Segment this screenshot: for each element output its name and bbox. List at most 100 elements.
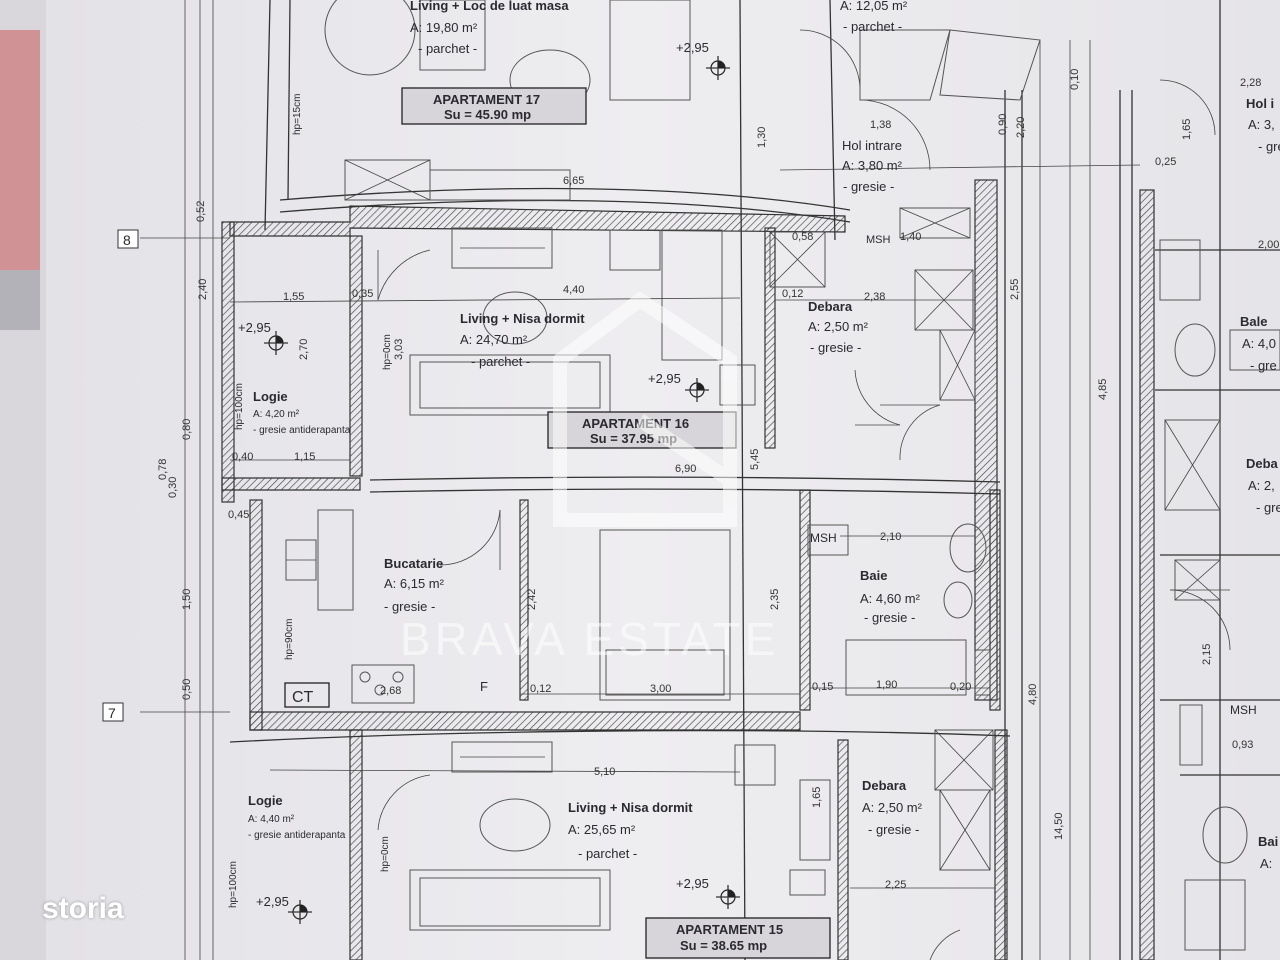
apartment-title: APARTAMENT 16 <box>582 416 689 431</box>
dimension-label: 0,80 <box>181 419 193 440</box>
room-name: Living + Nisa dormit <box>460 311 585 326</box>
height-label: hp=0cm <box>382 334 393 370</box>
dimension-label: 2,38 <box>864 291 885 303</box>
dimension-label: 2,25 <box>885 879 906 891</box>
room-name: Debara <box>862 778 907 793</box>
grid-marker-label: 7 <box>108 705 116 721</box>
dimension-label: 1,90 <box>876 679 897 691</box>
elevation-label: +2,95 <box>648 371 681 386</box>
room-area: A: 3,80 m² <box>842 158 903 173</box>
grid-marker-7: 7 <box>102 702 124 722</box>
room-floor: - parchet - <box>843 19 902 34</box>
room-area: A: 24,70 m² <box>460 332 528 347</box>
room-area: A: 6,15 m² <box>384 576 445 591</box>
dimension-label: 2,00 <box>1258 239 1279 251</box>
dimension-label: 2,28 <box>1240 77 1261 89</box>
room-name: Bucatarie <box>384 556 443 571</box>
height-label: hp=90cm <box>284 619 295 660</box>
room-name: Bale <box>1240 314 1267 329</box>
room-name: Hol intrare <box>842 138 902 153</box>
room-area: A: 4,40 m² <box>248 814 295 825</box>
dimension-label: 1,40 <box>900 231 921 243</box>
apartment-15-title: APARTAMENT 15 Su = 38.65 mp <box>645 917 831 959</box>
apartment-17-title: APARTAMENT 17 Su = 45.90 mp <box>401 87 587 125</box>
room-area: A: 12,05 m² <box>840 0 908 13</box>
room-floor: - gresie - <box>843 179 894 194</box>
dimension-label: 2,20 <box>1015 117 1027 138</box>
room-floor: - parchet - <box>578 846 637 861</box>
dimension-label: 0,50 <box>181 679 193 700</box>
room-labels: Living + Loc de luat masa A: 19,80 m² - … <box>248 0 1280 871</box>
dimension-label: 0,93 <box>1232 739 1253 751</box>
dimension-label: 2,68 <box>380 685 401 697</box>
height-label: hp=100cm <box>228 861 239 908</box>
room-name: Living + Loc de luat masa <box>410 0 569 13</box>
dimension-label: 0,35 <box>352 288 373 300</box>
dimension-label: 1,50 <box>181 589 193 610</box>
room-name: Deba <box>1246 456 1279 471</box>
apartment-title: APARTAMENT 15 <box>676 922 783 937</box>
height-label: hp=15cm <box>292 94 303 135</box>
dimension-label: 4,40 <box>563 284 584 296</box>
apartment-area: Su = 45.90 mp <box>444 107 531 122</box>
elevation-label: +2,95 <box>238 320 271 335</box>
furniture <box>285 0 1280 951</box>
dimension-label: 0,58 <box>792 231 813 243</box>
dimension-label: 1,15 <box>294 451 315 463</box>
dimension-label: 6,65 <box>563 175 584 187</box>
watermark-house-logo <box>553 291 737 527</box>
elevation-markers: +2,95 +2,95 +2,95 +2,95 +2,95 <box>238 40 740 924</box>
height-label: hp=100cm <box>234 383 245 430</box>
dimension-label: 2,40 <box>197 279 209 300</box>
storia-logo: storia <box>42 892 124 925</box>
dimension-label: 1,30 <box>756 127 768 148</box>
apartment-area: Su = 38.65 mp <box>680 938 767 953</box>
room-area: A: 2,50 m² <box>862 800 923 815</box>
dimension-label: 2,55 <box>1009 279 1021 300</box>
dimension-label: 0,78 <box>157 459 169 480</box>
fridge-label: F <box>480 679 488 694</box>
height-label: hp=0cm <box>380 836 391 872</box>
apartment-title: APARTAMENT 17 <box>433 92 540 107</box>
msh-label: MSH <box>866 234 891 246</box>
room-floor: - parchet - <box>471 354 530 369</box>
elevation-label: +2,95 <box>256 894 289 909</box>
dimension-label: 2,70 <box>298 339 310 360</box>
dimension-label: 2,42 <box>526 589 538 610</box>
room-floor: - parchet - <box>418 41 477 56</box>
room-floor: - gresie - <box>864 610 915 625</box>
dimension-label: 2,10 <box>880 531 901 543</box>
room-area: A: 2,50 m² <box>808 319 869 334</box>
room-floor: - gresie antiderapanta <box>248 830 346 841</box>
room-name: Debara <box>808 299 853 314</box>
msh-label: MSH <box>810 531 837 545</box>
dimension-label: 3,00 <box>650 683 671 695</box>
dimension-label: 2,15 <box>1201 644 1213 665</box>
room-area: A: 19,80 m² <box>410 20 478 35</box>
room-floor: - gre <box>1258 139 1280 154</box>
room-area: A: 25,65 m² <box>568 822 636 837</box>
dimension-label: 1,65 <box>1181 119 1193 140</box>
room-floor: - gresie antiderapanta <box>253 425 351 436</box>
room-name: Living + Nisa dormit <box>568 800 693 815</box>
dimension-texts: 6,65 4,40 1,55 0,35 2,38 0,58 1,40 0,12 … <box>157 69 1279 891</box>
dimension-label: 1,38 <box>870 119 891 131</box>
grid-marker-8: 8 <box>117 229 139 249</box>
dimension-label: 3,03 <box>393 339 405 360</box>
dimension-label: 0,30 <box>167 477 179 498</box>
room-area: A: 4,60 m² <box>860 591 921 606</box>
dimension-label: 4,80 <box>1027 684 1039 705</box>
room-area: A: 4,0 <box>1242 336 1276 351</box>
dimension-label: 0,12 <box>530 683 551 695</box>
elevation-label: +2,95 <box>676 40 709 55</box>
dimension-label: 0,52 <box>195 201 207 222</box>
room-name: Logie <box>253 389 288 404</box>
grid-marker-label: 8 <box>123 232 131 248</box>
dimension-label: 5,10 <box>594 766 615 778</box>
dimension-label: 0,12 <box>782 288 803 300</box>
room-name: Hol i <box>1246 96 1274 111</box>
dimension-label: 0,10 <box>1069 69 1081 90</box>
room-floor: - gresie - <box>384 599 435 614</box>
room-floor: - gre <box>1250 358 1277 373</box>
